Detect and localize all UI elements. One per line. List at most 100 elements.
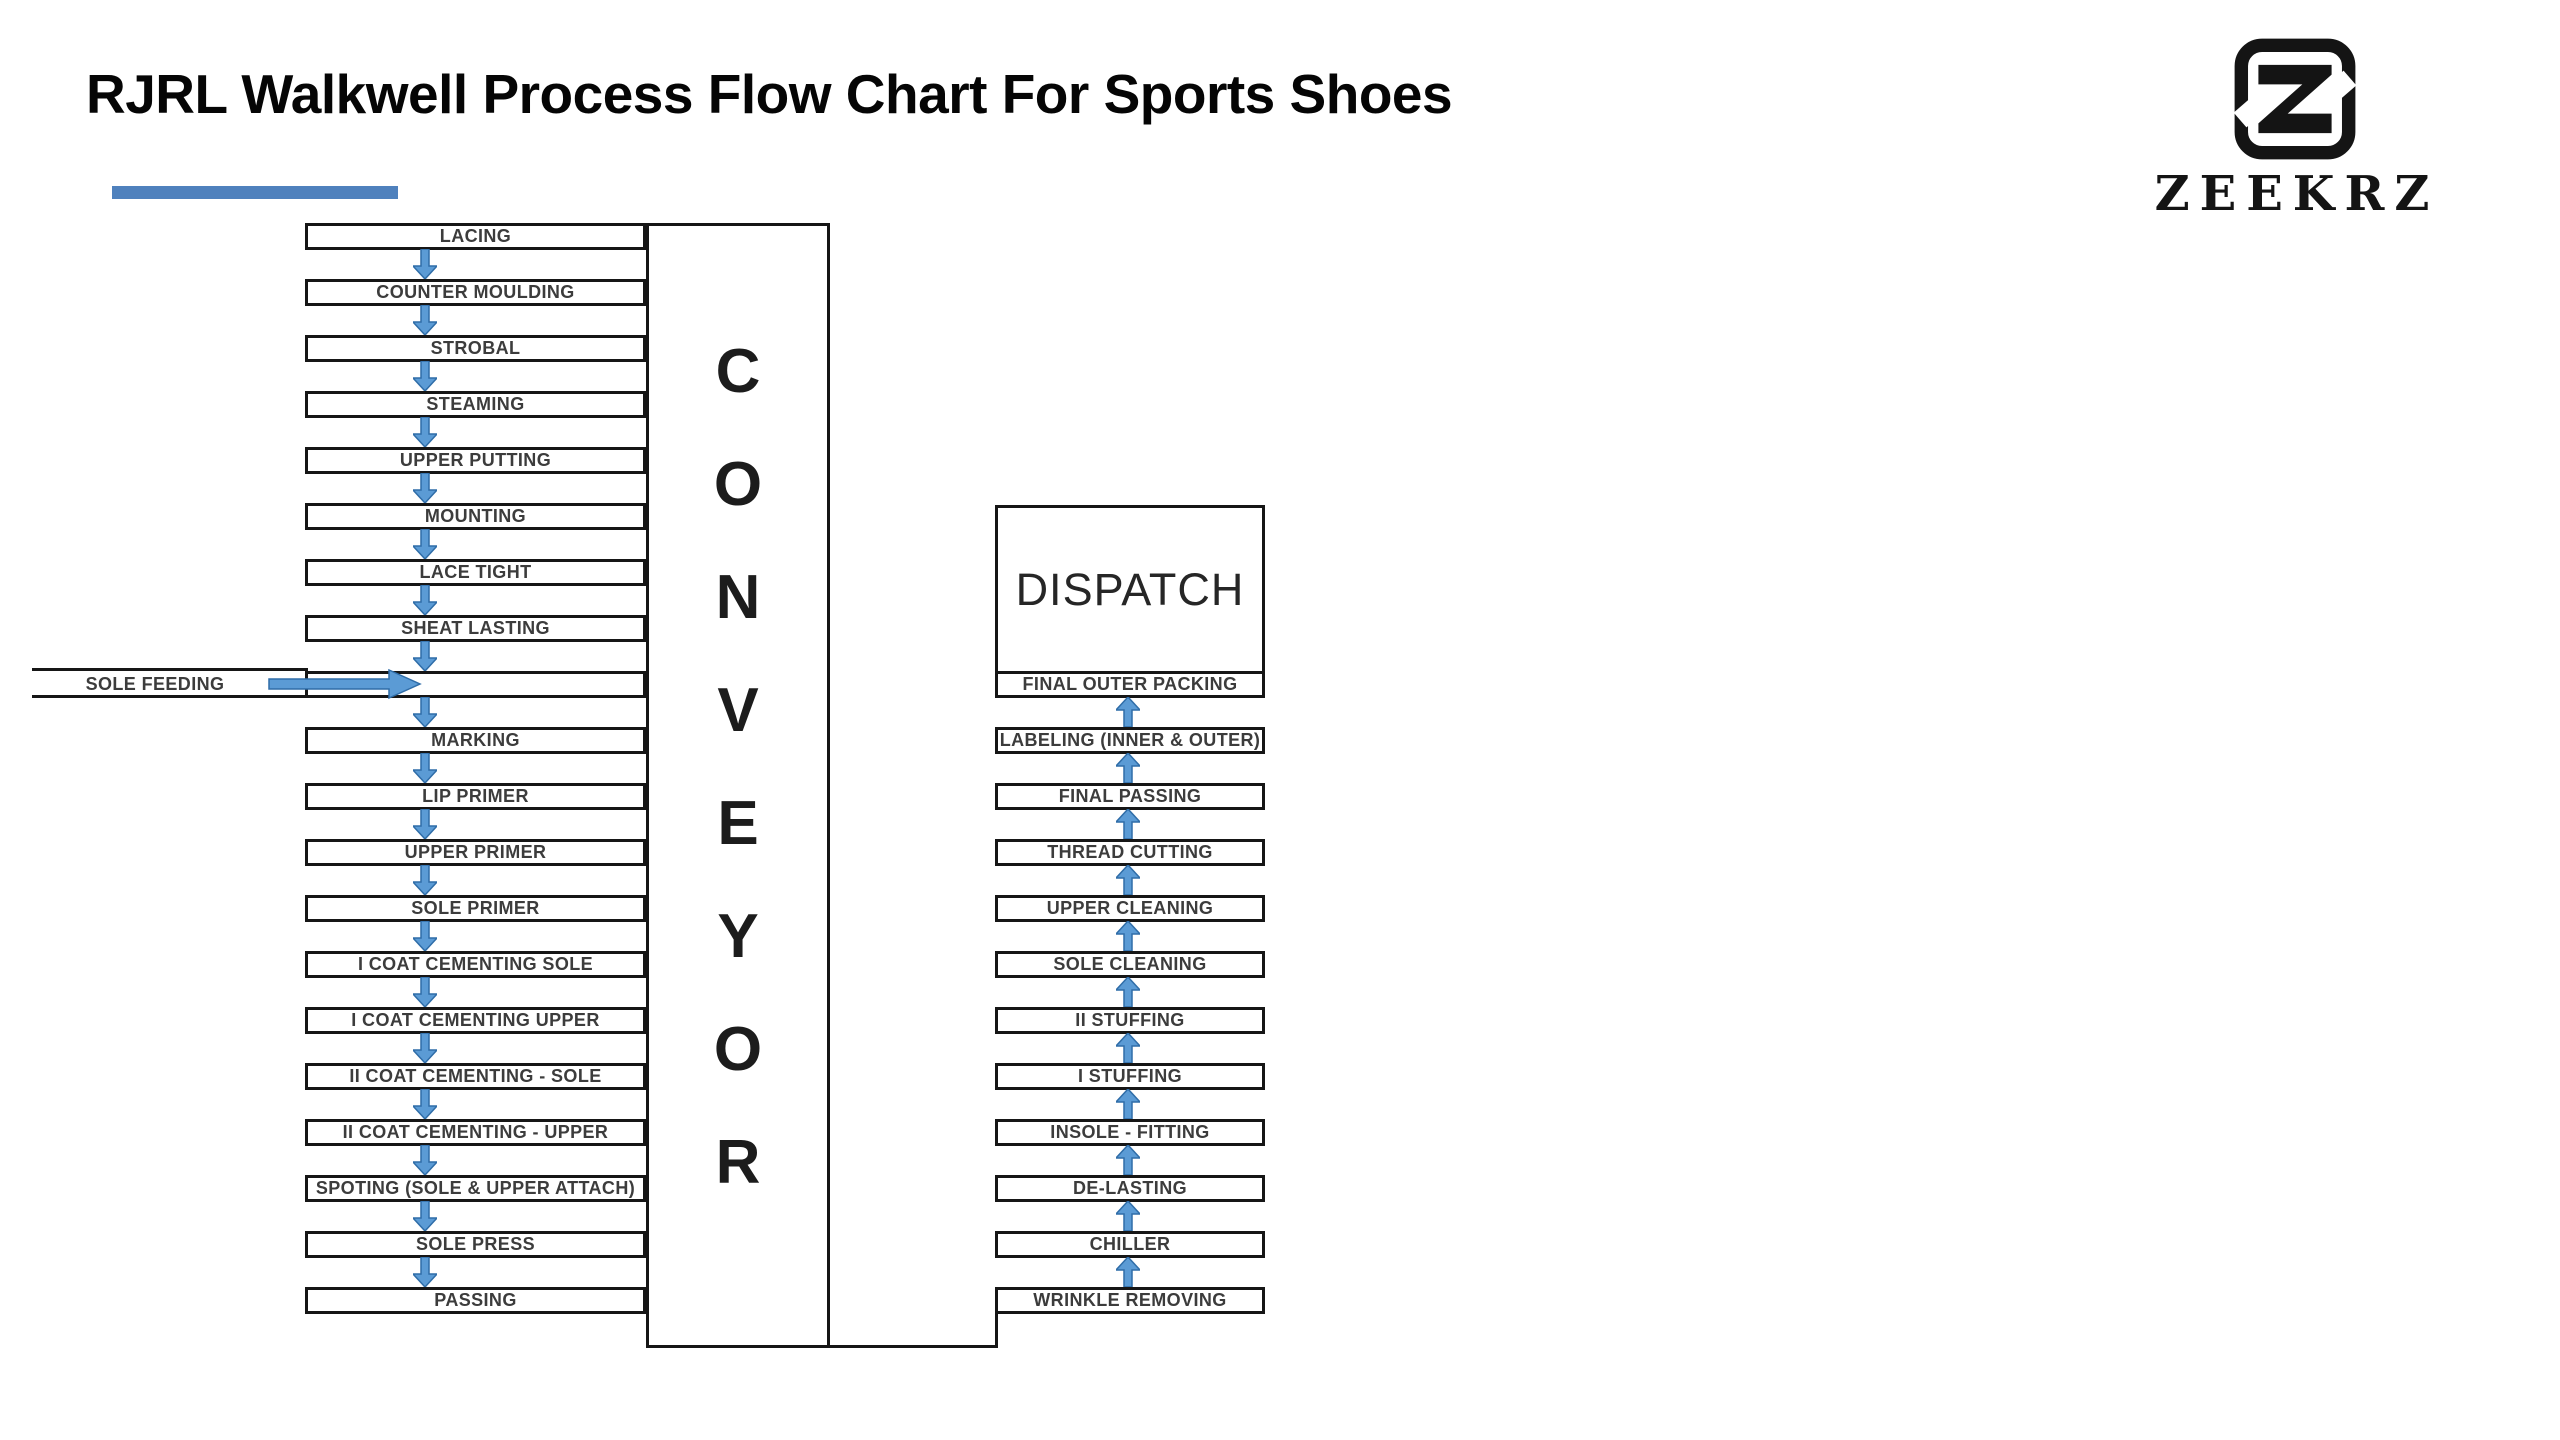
process-box-label: THREAD CUTTING <box>1047 842 1213 862</box>
process-box: LACE TIGHT <box>305 559 646 586</box>
arrow-down-icon <box>413 417 437 447</box>
arrow-down-icon <box>413 1257 437 1287</box>
process-box-label: II COAT CEMENTING - UPPER <box>342 1122 609 1142</box>
arrow-down-icon <box>413 977 437 1007</box>
arrow-up-icon <box>1116 809 1140 839</box>
process-box: LACING <box>305 223 646 250</box>
sole-feeding-lane-top-line <box>32 668 308 671</box>
process-box-label: I COAT CEMENTING UPPER <box>351 1010 600 1030</box>
process-box: UPPER PRIMER <box>305 839 646 866</box>
process-box-label: UPPER CLEANING <box>1046 898 1214 918</box>
process-box-label: PASSING <box>434 1290 517 1310</box>
process-box-label: SOLE PRIMER <box>411 898 540 918</box>
process-box: MOUNTING <box>305 503 646 530</box>
process-box-label: DE-LASTING <box>1073 1178 1187 1198</box>
process-box: SPOTING (SOLE & UPPER ATTACH) <box>305 1175 646 1202</box>
conveyor-letter: R <box>715 1128 761 1197</box>
z-badge-icon <box>2233 38 2357 160</box>
process-box-label: UPPER PUTTING <box>399 450 552 470</box>
process-box: UPPER CLEANING <box>995 895 1265 922</box>
process-box-label: STEAMING <box>426 394 525 414</box>
process-box-label: COUNTER MOULDING <box>376 282 575 302</box>
process-box: SOLE PRIMER <box>305 895 646 922</box>
arrow-down-icon <box>413 865 437 895</box>
process-box-label: CHILLER <box>1089 1234 1171 1254</box>
arrow-up-icon <box>1116 865 1140 895</box>
process-box: INSOLE - FITTING <box>995 1119 1265 1146</box>
conveyor-letter: C <box>715 337 761 406</box>
process-box-label: UPPER PRIMER <box>404 842 547 862</box>
conveyor-letter: E <box>717 789 759 858</box>
process-box: PASSING <box>305 1287 646 1314</box>
bottom-connector-line <box>826 1345 998 1348</box>
arrow-up-icon <box>1116 697 1140 727</box>
process-box: SOLE PRESS <box>305 1231 646 1258</box>
process-box: CHILLER <box>995 1231 1265 1258</box>
dispatch-box: DISPATCH <box>995 505 1265 674</box>
process-box: THREAD CUTTING <box>995 839 1265 866</box>
arrow-down-icon <box>413 1033 437 1063</box>
arrow-down-icon <box>413 361 437 391</box>
arrow-down-icon <box>413 753 437 783</box>
conveyor-letter: O <box>713 450 763 519</box>
arrow-up-icon <box>1116 1033 1140 1063</box>
process-box-label: FINAL OUTER PACKING <box>1022 674 1238 694</box>
process-box: I COAT CEMENTING SOLE <box>305 951 646 978</box>
process-box-label: LACING <box>439 226 512 246</box>
arrow-up-icon <box>1116 753 1140 783</box>
process-box: I STUFFING <box>995 1063 1265 1090</box>
process-box: COUNTER MOULDING <box>305 279 646 306</box>
process-box-label: LABELING (INNER & OUTER) <box>999 730 1261 750</box>
process-box: MARKING <box>305 727 646 754</box>
process-box-label: FINAL PASSING <box>1058 786 1202 806</box>
process-box: UPPER PUTTING <box>305 447 646 474</box>
arrow-down-icon <box>413 1089 437 1119</box>
dispatch-label: DISPATCH <box>1015 563 1245 615</box>
arrow-down-icon <box>413 697 437 727</box>
arrow-up-icon <box>1116 977 1140 1007</box>
process-box: FINAL PASSING <box>995 783 1265 810</box>
process-box: II STUFFING <box>995 1007 1265 1034</box>
conveyor-letter: N <box>715 563 761 632</box>
arrow-down-icon <box>413 921 437 951</box>
process-box-label: SOLE CLEANING <box>1053 954 1207 974</box>
process-box-label: MARKING <box>431 730 520 750</box>
process-box: II COAT CEMENTING - SOLE <box>305 1063 646 1090</box>
process-box-label: STROBAL <box>430 338 521 358</box>
process-box-label: SHEAT LASTING <box>401 618 550 638</box>
conveyor-letter: Y <box>717 902 759 971</box>
page-title: RJRL Walkwell Process Flow Chart For Spo… <box>86 63 1453 125</box>
process-box: LIP PRIMER <box>305 783 646 810</box>
arrow-down-icon <box>413 529 437 559</box>
arrow-down-icon <box>413 305 437 335</box>
process-box: DE-LASTING <box>995 1175 1265 1202</box>
process-box-label: LIP PRIMER <box>422 786 529 806</box>
process-box-label: SOLE PRESS <box>415 1234 536 1254</box>
process-box-label: I STUFFING <box>1078 1066 1182 1086</box>
conveyor-letter: V <box>717 676 759 745</box>
process-box-label: I COAT CEMENTING SOLE <box>357 954 594 974</box>
arrow-up-icon <box>1116 921 1140 951</box>
process-box-label: LACE TIGHT <box>419 562 532 582</box>
process-box: WRINKLE REMOVING <box>995 1287 1265 1314</box>
conveyor-letter: O <box>713 1015 763 1084</box>
arrow-down-icon <box>413 641 437 671</box>
arrow-down-icon <box>413 585 437 615</box>
arrow-up-icon <box>1116 1145 1140 1175</box>
arrow-down-icon <box>413 249 437 279</box>
sole-feeding-lane-bottom-line <box>32 695 308 698</box>
brand-name: ZEEKRZ <box>2154 166 2440 222</box>
process-box-label: INSOLE - FITTING <box>1050 1122 1210 1142</box>
process-box-label: WRINKLE REMOVING <box>1033 1290 1227 1310</box>
process-box: SOLE CLEANING <box>995 951 1265 978</box>
bottom-connector-riser <box>995 1312 998 1348</box>
arrow-down-icon <box>413 1145 437 1175</box>
process-box-label: II STUFFING <box>1075 1010 1185 1030</box>
arrow-up-icon <box>1116 1089 1140 1119</box>
arrow-down-icon <box>413 1201 437 1231</box>
process-box: II COAT CEMENTING - UPPER <box>305 1119 646 1146</box>
arrow-down-icon <box>413 473 437 503</box>
process-box: STEAMING <box>305 391 646 418</box>
title-accent-bar <box>112 186 398 199</box>
